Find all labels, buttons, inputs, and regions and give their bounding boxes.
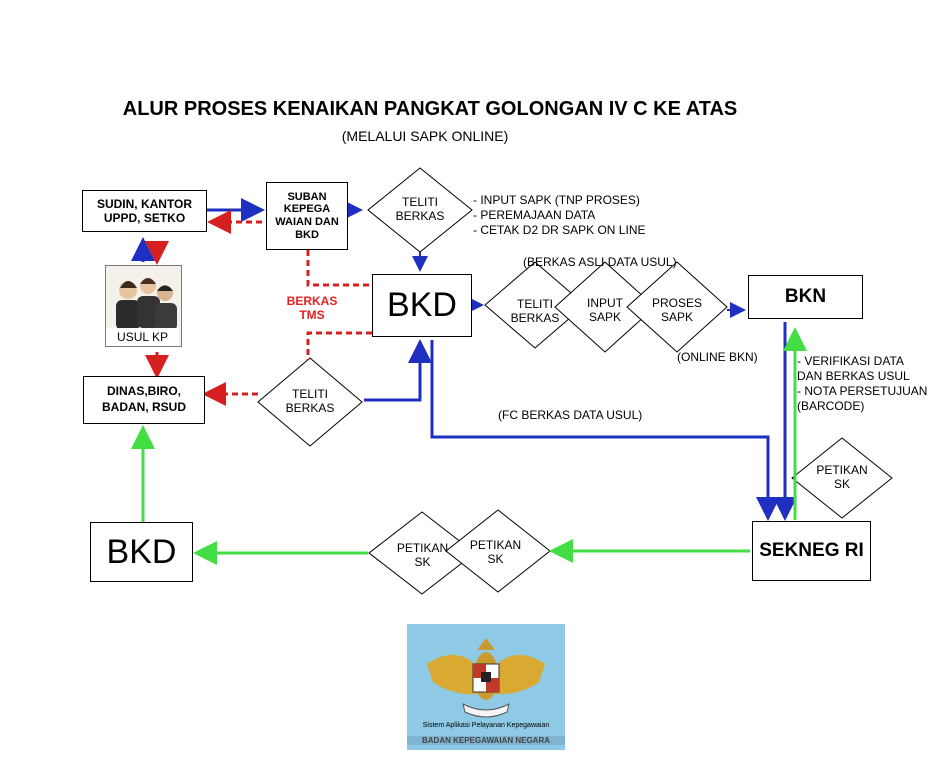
bkn-task-4: (BARCODE) (797, 399, 865, 413)
diagram-subtitle: (MELALUI SAPK ONLINE) (341, 128, 509, 144)
box-sudin-label: SUDIN, KANTOR UPPD, SETKO (96, 197, 193, 225)
usul-kp-label: USUL KP (106, 328, 179, 346)
bkd-task-list: - INPUT SAPK (TNP PROSES) - PEREMAJAAN D… (473, 193, 645, 238)
diamond-petikan-bottom-2 (445, 509, 551, 593)
diamond-teliti-top-label: TELITI BERKAS (395, 195, 445, 223)
bkd-task-2: - PEREMAJAAN DATA (473, 208, 596, 222)
box-bkd-bottom: BKD (90, 522, 193, 582)
bkn-task-3: - NOTA PERSETUJUAN (797, 384, 928, 398)
box-bkd-center-label: BKD (387, 286, 457, 324)
bkn-task-list: - VERIFIKASI DATA DAN BERKAS USUL - NOTA… (797, 354, 927, 414)
diamond-petikan-bottom-2-label: PETIKAN SK (469, 538, 522, 566)
usul-kp-photo: USUL KP (105, 265, 182, 347)
garuda-emblem-icon: Sistem Aplikasi Pelayanan Kepegawaian BA… (407, 624, 565, 750)
bkn-task-2: DAN BERKAS USUL (797, 369, 910, 383)
business-people-icon (116, 278, 177, 331)
diagram-title: ALUR PROSES KENAIKAN PANGKAT GOLONGAN IV… (122, 98, 738, 120)
box-suban-label: SUBAN KEPEGA WAIAN DAN BKD (275, 190, 339, 241)
diamond-teliti-left (257, 357, 363, 447)
box-sekneg-label: SEKNEG RI (759, 540, 864, 562)
diamond-teliti-mid-label: TELITI BERKAS (510, 297, 560, 325)
note-fc-berkas: (FC BERKAS DATA USUL) (498, 408, 643, 422)
box-bkn-label: BKN (784, 286, 827, 307)
box-bkn: BKN (748, 275, 863, 319)
box-bkd-bottom-label: BKD (106, 532, 177, 571)
diamond-input-sapk (554, 261, 656, 353)
diamond-petikan-right-label: PETIKAN SK (816, 463, 868, 491)
box-dinas-label: DINAS,BIRO, BADAN, RSUD (102, 384, 186, 414)
box-suban: SUBAN KEPEGA WAIAN DAN BKD (266, 182, 348, 250)
bkd-task-1: - INPUT SAPK (TNP PROSES) (473, 193, 640, 207)
note-online-bkn: (ONLINE BKN) (677, 350, 758, 364)
box-sekneg: SEKNEG RI (752, 521, 871, 581)
bkn-task-1: - VERIFIKASI DATA (797, 354, 904, 368)
diamond-input-sapk-label: INPUT SAPK (587, 296, 623, 324)
emblem-caption: Sistem Aplikasi Pelayanan Kepegawaian (422, 722, 550, 729)
box-sudin: SUDIN, KANTOR UPPD, SETKO (82, 190, 207, 232)
note-berkas-asli: (BERKAS ASLI DATA USUL) (523, 255, 677, 269)
diamond-petikan-bottom-1-label: PETIKAN SK (396, 541, 449, 569)
garuda-emblem-graphic (427, 638, 545, 718)
bkd-task-3: - CETAK D2 DR SAPK ON LINE (473, 223, 646, 237)
diamond-petikan-bottom-1 (368, 511, 476, 595)
box-dinas: DINAS,BIRO, BADAN, RSUD (83, 376, 205, 424)
diamond-proses-sapk-label: PROSES SAPK (651, 296, 702, 324)
diamond-petikan-right (791, 437, 893, 519)
emblem-agency: BADAN KEPEGAWAIAN NEGARA (407, 736, 565, 745)
diamond-teliti-mid (484, 261, 586, 349)
diamond-teliti-left-label: TELITI BERKAS (285, 387, 335, 415)
note-berkas-tms: BERKAS TMS (286, 294, 338, 322)
box-bkd-center: BKD (372, 274, 472, 337)
diamond-proses-sapk (626, 261, 728, 353)
